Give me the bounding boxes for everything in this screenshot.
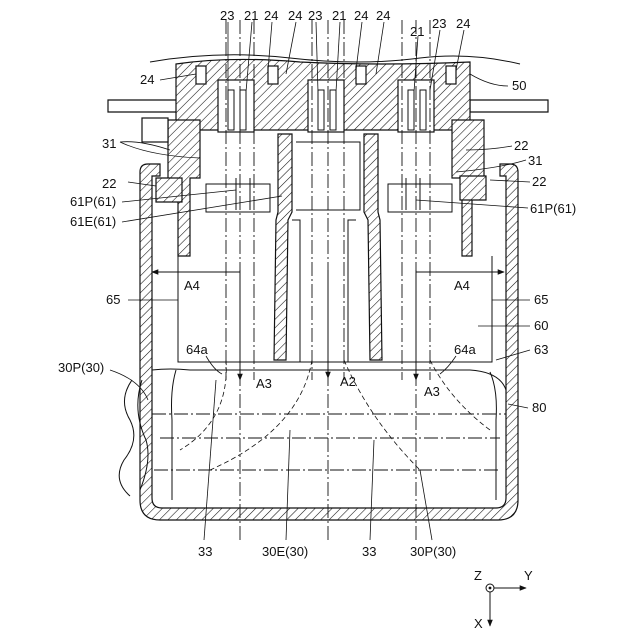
label-24: 24 (140, 72, 154, 87)
left-break-line (119, 380, 134, 496)
label-A3-right: A3 (424, 384, 440, 399)
label-64a-right: 64a (454, 342, 476, 357)
label-top-1: 21 (244, 8, 258, 23)
label-30P-bottom: 30P(30) (410, 544, 456, 559)
lid-collar-31 (142, 118, 486, 256)
label-31-left: 31 (102, 136, 116, 151)
label-top-6: 24 (354, 8, 368, 23)
label-61E: 61E(61) (70, 214, 116, 229)
label-top-9: 23 (432, 16, 446, 31)
label-80: 80 (532, 400, 546, 415)
label-65-left: 65 (106, 292, 120, 307)
label-A2: A2 (340, 374, 356, 389)
label-top-3: 24 (288, 8, 302, 23)
label-60: 60 (534, 318, 548, 333)
fluid-paths (180, 360, 490, 470)
label-63: 63 (534, 342, 548, 357)
label-A3-left: A3 (256, 376, 272, 391)
label-30P-left: 30P(30) (58, 360, 104, 375)
label-65-right: 65 (534, 292, 548, 307)
axis-z-label: Z (474, 568, 482, 583)
flow-arrows (152, 270, 504, 380)
label-50: 50 (512, 78, 526, 93)
axis-indicator: Z Y X (474, 568, 533, 631)
label-22-left: 22 (102, 176, 116, 191)
label-top-0: 23 (220, 8, 234, 23)
label-64a-left: 64a (186, 342, 208, 357)
inner-liquid-bag-63 (152, 369, 506, 500)
axis-y-label: Y (524, 568, 533, 583)
label-top-7: 24 (376, 8, 390, 23)
label-61P-left: 61P(61) (70, 194, 116, 209)
nozzle-60-body (178, 142, 492, 362)
label-A4-left: A4 (184, 278, 200, 293)
label-top-10: 24 (456, 16, 470, 31)
label-top-2: 24 (264, 8, 278, 23)
label-30E: 30E(30) (262, 544, 308, 559)
label-A4-right: A4 (454, 278, 470, 293)
label-33-left: 33 (198, 544, 212, 559)
label-61P-right: 61P(61) (530, 201, 576, 216)
label-22-right: 22 (532, 174, 546, 189)
label-top-4: 23 (308, 8, 322, 23)
axis-x-label: X (474, 616, 483, 631)
label-22-right-top: 22 (514, 138, 528, 153)
label-31-right: 31 (528, 153, 542, 168)
label-top-5: 21 (332, 8, 346, 23)
label-top-8: 21 (410, 24, 424, 39)
label-33-right: 33 (362, 544, 376, 559)
